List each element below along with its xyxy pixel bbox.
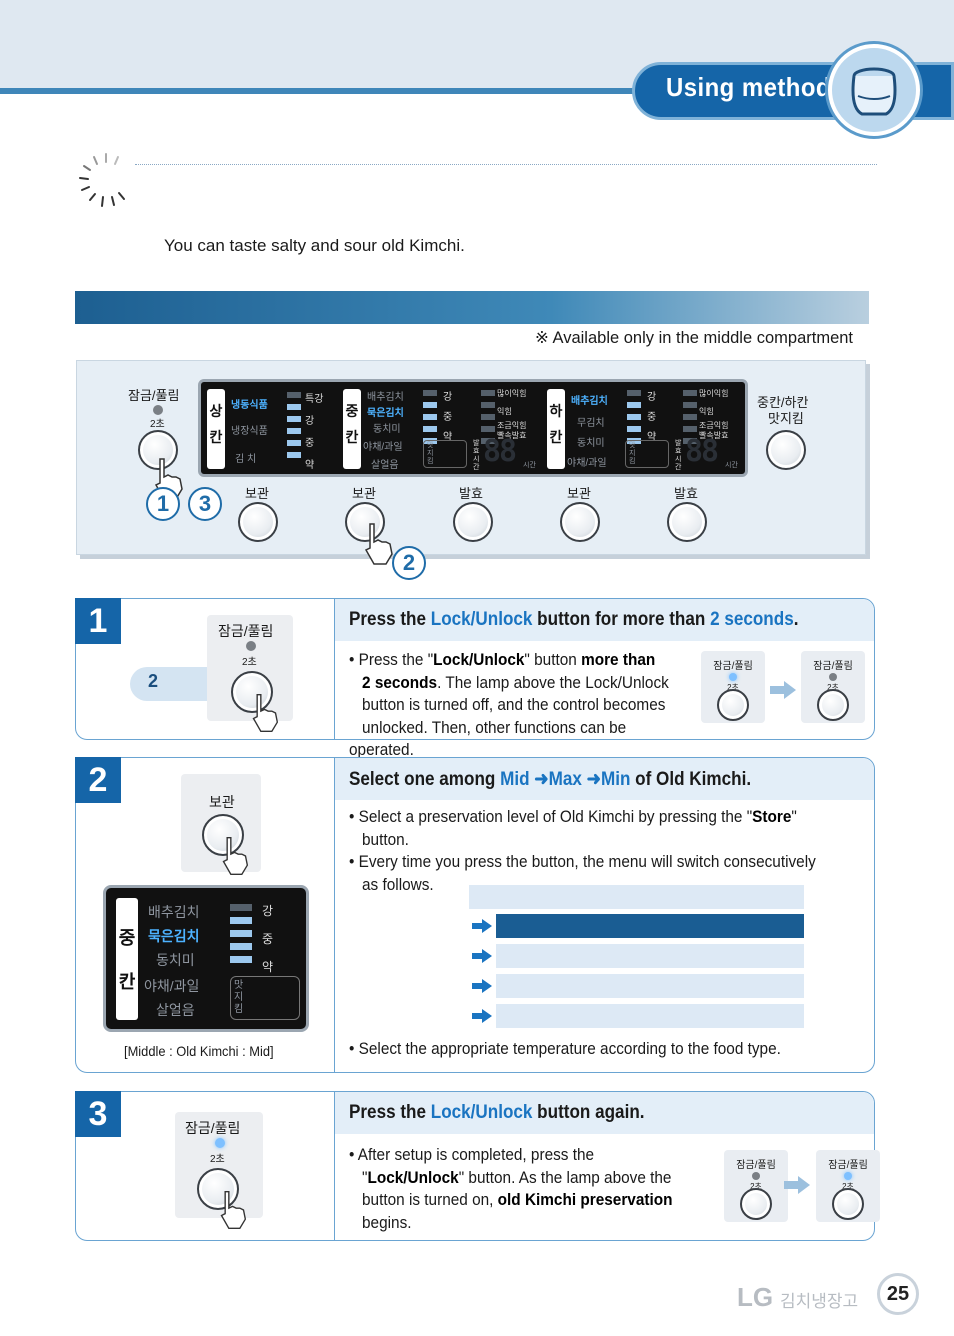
section-bar	[75, 291, 869, 324]
section-divider	[135, 164, 877, 165]
menu-sequence-row	[469, 885, 804, 909]
section-sun-icon	[76, 150, 136, 210]
menu-sequence-row-active	[496, 914, 804, 938]
arrow-right-icon	[472, 979, 492, 993]
header-line	[0, 88, 954, 94]
step-1-body: • Press the "Lock/Unlock" button more th…	[349, 651, 669, 759]
menu-sequence-row	[496, 1004, 804, 1028]
step-title: Select one among Mid ➜Max ➜Min of Old Ki…	[349, 769, 752, 790]
step-3: 3 Press the Lock/Unlock button again. 잠금…	[75, 1091, 880, 1241]
step-2-body: • Select a preservation level of Old Kim…	[349, 808, 816, 894]
lower-ferment-label: 발효	[674, 486, 698, 501]
lock-unlock-button[interactable]	[231, 671, 273, 713]
figure-caption: [Middle : Old Kimchi : Mid]	[124, 1043, 274, 1059]
arrow-right-icon	[770, 681, 796, 699]
two-sec-label: 2초	[150, 419, 165, 430]
pointing-hand-icon	[252, 693, 279, 733]
brand-logo: LG	[737, 1282, 774, 1312]
arrow-right-icon	[472, 919, 492, 933]
intro-text: You can taste salty and sour old Kimchi.	[164, 236, 465, 255]
upper-level-bars	[287, 392, 301, 464]
lower-store-label: 보관	[567, 486, 591, 501]
pointing-hand-icon	[222, 836, 249, 876]
step-2-footer: • Select the appropriate temperature acc…	[349, 1040, 781, 1058]
mid-low-keep-button[interactable]	[766, 430, 806, 470]
menu-sequence-row	[496, 974, 804, 998]
lower-ferment-button[interactable]	[667, 502, 707, 542]
pointing-hand-icon	[220, 1190, 247, 1230]
lower-store-button[interactable]	[560, 502, 600, 542]
middle-ferment-label: 발효	[459, 486, 483, 501]
upper-store-label: 보관	[245, 486, 269, 501]
upper-store-button[interactable]	[238, 502, 278, 542]
step-title: Press the Lock/Unlock button for more th…	[349, 609, 799, 630]
menu-sequence-row	[496, 944, 804, 968]
store-button[interactable]	[202, 814, 244, 856]
upper-item-frozen: 냉동식품	[231, 400, 268, 411]
step-1: 1 Press the Lock/Unlock button for more …	[75, 598, 875, 759]
lock-lamp	[153, 405, 163, 415]
page-number: 25	[877, 1273, 919, 1315]
step-number: 3	[75, 1091, 121, 1137]
middle-ferment-button[interactable]	[453, 502, 493, 542]
arrow-right-icon	[784, 1176, 810, 1194]
middle-keep-indicator	[423, 440, 467, 468]
step-title: Press the Lock/Unlock button again.	[349, 1102, 645, 1123]
middle-store-label: 보관	[352, 486, 376, 501]
product-name: 김치냉장고	[780, 1292, 859, 1311]
step-number: 2	[75, 757, 121, 803]
arrow-right-icon	[472, 1009, 492, 1023]
jar-icon	[828, 44, 920, 136]
middle-store-button[interactable]	[345, 502, 385, 542]
availability-note: ※ Available only in the middle compartme…	[535, 329, 854, 347]
lock-unlock-label: 잠금/풀림	[128, 388, 180, 403]
upper-item-kimchi: 김 치	[235, 454, 257, 465]
page-title: Using method	[666, 72, 831, 102]
lock-unlock-button[interactable]	[197, 1168, 239, 1210]
step-3-body: • After setup is completed, press the "L…	[349, 1146, 673, 1232]
lock-unlock-button[interactable]	[138, 430, 178, 470]
arrow-right-icon	[472, 949, 492, 963]
callout-2: 2	[392, 546, 426, 580]
pointing-hand-icon	[364, 523, 393, 565]
mid-low-label-2: 맛지킴	[768, 411, 804, 426]
step-number: 1	[75, 598, 121, 644]
upper-item-chilled: 냉장식품	[231, 426, 268, 437]
mid-low-label: 중칸/하칸	[757, 395, 809, 410]
callout-1: 1	[146, 487, 180, 521]
callout-3: 3	[188, 487, 222, 521]
